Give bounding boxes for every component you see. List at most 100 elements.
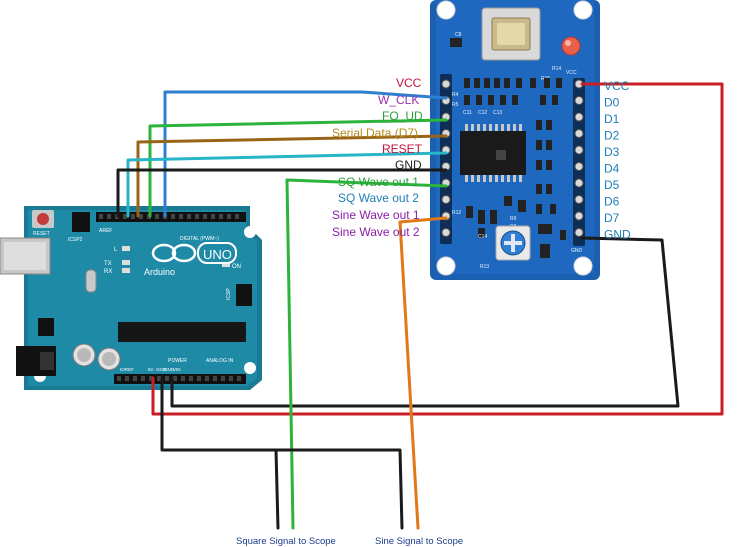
digital-pin-16 [227, 214, 231, 219]
wire-vcc [151, 82, 724, 416]
dds-left-label-6: SQ Wave out 1 [338, 175, 419, 189]
wire-fq-ud [148, 118, 448, 218]
dds-right-pin-6 [574, 178, 584, 188]
r5-label: R5 [452, 102, 459, 108]
gnd-bottom-silk: GND [571, 248, 583, 254]
digital-pin-15 [219, 214, 223, 219]
wire-gnd-top [116, 168, 448, 218]
wire-reset [126, 151, 448, 218]
digital-pin-17 [235, 214, 239, 219]
vcc-top-silk: VCC [566, 70, 577, 76]
icsp-label: ICSP [226, 288, 232, 300]
wire-serial-data [136, 134, 448, 218]
digital-pin-14 [211, 214, 215, 219]
power-pin-7 [173, 376, 177, 381]
dds-left-label-0: VCC [396, 76, 422, 90]
c8-label: C8 [455, 32, 462, 38]
digital-pin-0 [99, 214, 103, 219]
dds-left-label-3: Serial Data (D7) [332, 126, 418, 140]
c13-label: C13 [493, 110, 502, 116]
power-pin-5 [157, 376, 161, 381]
dds-right-label-1: D0 [604, 96, 620, 110]
digital-header-label: DIGITAL (PWM~) [180, 236, 219, 242]
dds-right-pin-4 [574, 145, 584, 155]
digital-pin-7 [155, 214, 159, 219]
aref-label: AREF [99, 228, 112, 234]
digital-pin-5 [139, 214, 143, 219]
pin-5v-label: 5V [148, 367, 154, 372]
pin-gnd2-label: GND [164, 367, 175, 372]
dds-right-label-4: D3 [604, 145, 620, 159]
wires [116, 82, 724, 530]
smd-components-bottom [466, 196, 526, 238]
uno-model-text: UNO [203, 247, 232, 262]
power-pin-9 [189, 376, 193, 381]
power-pin-12 [213, 376, 217, 381]
dds-right-label-9: GND [604, 228, 631, 242]
power-pin-11 [205, 376, 209, 381]
dds-right-pin-5 [574, 162, 584, 171]
dds-right-label-3: D2 [604, 129, 620, 143]
wire-square-out [285, 178, 448, 530]
smd-components-top [464, 78, 562, 105]
analog-in-label: ANALOG IN [206, 358, 234, 364]
pin-vin-label: VIN [173, 367, 181, 372]
power-pin-1 [125, 376, 129, 381]
digital-pin-12 [195, 214, 199, 219]
arduino-brand-text: Arduino [144, 267, 175, 277]
power-pin-10 [197, 376, 201, 381]
c12-label: C12 [478, 110, 487, 116]
rx-label: RX [104, 269, 112, 275]
sine-signal-label: Sine Signal to Scope [375, 536, 463, 547]
dds-right-pin-9 [574, 228, 584, 237]
dds-left-label-7: SQ Wave out 2 [338, 191, 419, 205]
r12-label: R12 [452, 210, 461, 216]
reset-label: RESET [33, 231, 50, 237]
c11-label: C11 [463, 110, 472, 116]
dds-right-label-0: VCC [604, 79, 630, 93]
ad9850-chip [460, 124, 526, 182]
r13-label: R13 [480, 264, 489, 270]
power-pin-4 [149, 376, 153, 381]
digital-pin-1 [107, 214, 111, 219]
digital-pin-10 [179, 214, 183, 219]
pin-gnd-label: GND [156, 367, 167, 372]
digital-pin-11 [187, 214, 191, 219]
dds-right-label-2: D1 [604, 112, 620, 126]
smd-components-right [536, 120, 566, 258]
dds-left-label-1: W_CLK [378, 93, 419, 107]
power-pin-3 [141, 376, 145, 381]
on-label: ON [232, 264, 241, 270]
dds-right-label-6: D5 [604, 178, 620, 192]
dds-right-pin-2 [574, 112, 584, 122]
arduino-logo: Arduino UNO [144, 242, 237, 277]
power-pin-8 [181, 376, 185, 381]
dds-left-label-5: GND [395, 158, 422, 172]
square-signal-label: Square Signal to Scope [236, 536, 336, 547]
dds-right-pin-7 [574, 195, 584, 204]
c14-label: C14 [478, 234, 487, 240]
digital-pin-13 [203, 214, 207, 219]
r14-label: R14 [552, 66, 561, 72]
dds-right-pin-3 [574, 129, 584, 138]
wire-sine-out [398, 216, 448, 530]
dds-left-label-8: Sine Wave out 1 [332, 208, 420, 222]
dds-left-label-9: Sine Wave out 2 [332, 225, 420, 239]
dds-right-label-7: D6 [604, 195, 620, 209]
l-led-label: L [114, 247, 118, 253]
potentiometer [495, 225, 531, 261]
digital-pin-9 [171, 214, 175, 219]
wire-scope-ground-square [274, 448, 280, 530]
wire-scope-ground [160, 376, 404, 530]
digital-pin-3 [123, 214, 127, 219]
dds-left-label-2: FQ_UD [382, 109, 423, 123]
power-header-pins [117, 376, 241, 381]
power-pin-6 [165, 376, 169, 381]
power-pin-0 [117, 376, 121, 381]
wire-w-clk [163, 90, 448, 218]
power-pin-15 [237, 376, 241, 381]
atmega-chip [118, 322, 246, 342]
